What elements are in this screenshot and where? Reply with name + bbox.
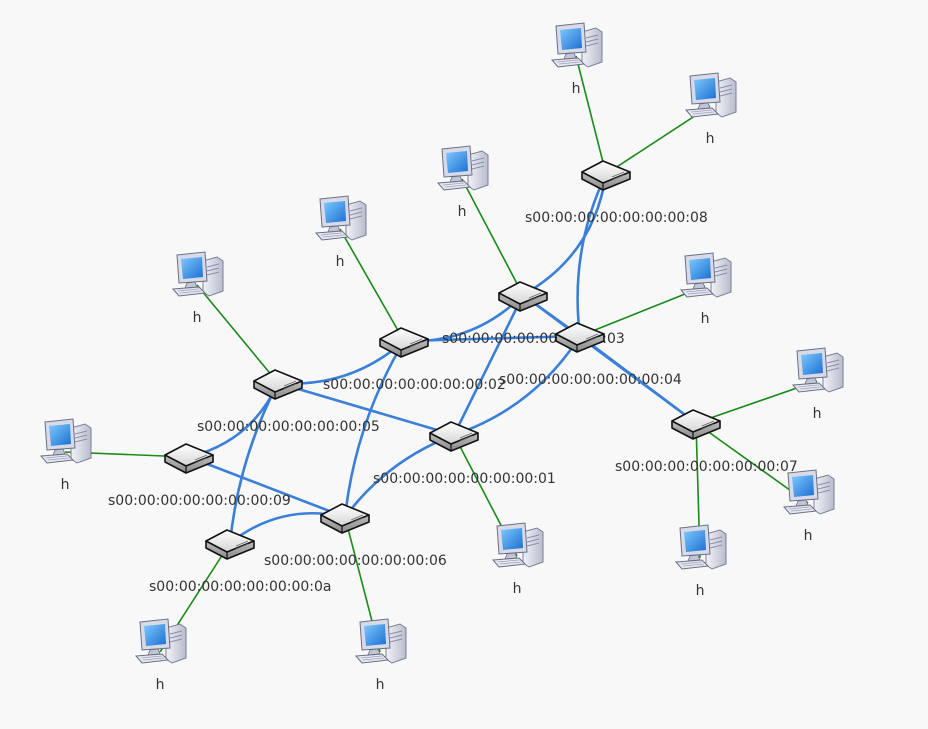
host-label-h8b: h <box>706 131 715 147</box>
desktop-computer-icon <box>492 522 544 568</box>
host-label-h10: h <box>156 677 165 693</box>
network-switch-icon <box>320 503 370 534</box>
host-label-h3: h <box>458 204 467 220</box>
switch-label-s4: s00:00:00:00:00:00:00:04 <box>499 372 682 388</box>
host-label-h4: h <box>701 311 710 327</box>
desktop-computer-icon <box>355 618 407 664</box>
switch-node-s2[interactable]: s00:00:00:00:00:00:00:02 <box>323 327 506 393</box>
switch-link-s4-s1[interactable] <box>453 335 582 437</box>
desktop-computer-icon <box>792 347 844 393</box>
host-node-h7c[interactable]: h <box>675 524 727 599</box>
host-link-h2-s2[interactable] <box>339 228 405 342</box>
host-label-h7b: h <box>804 528 813 544</box>
desktop-computer-icon <box>675 524 727 570</box>
desktop-computer-icon <box>315 195 367 241</box>
switch-node-s7[interactable]: s00:00:00:00:00:00:00:07 <box>615 409 798 475</box>
desktop-computer-icon <box>680 252 732 298</box>
network-switch-icon <box>205 529 255 560</box>
switch-label-s6: s00:00:00:00:00:00:00:06 <box>264 553 447 569</box>
switch-label-s2: s00:00:00:00:00:00:00:02 <box>323 377 506 393</box>
network-switch-icon <box>429 421 479 452</box>
switch-node-s8[interactable]: s00:00:00:00:00:00:00:08 <box>525 160 708 226</box>
host-label-h8a: h <box>572 81 581 97</box>
switch-node-s10[interactable]: s00:00:00:00:00:00:00:0a <box>149 529 332 595</box>
desktop-computer-icon <box>783 469 835 515</box>
desktop-computer-icon <box>685 72 737 118</box>
host-label-h7c: h <box>696 583 705 599</box>
switch-node-s9[interactable]: s00:00:00:00:00:00:00:09 <box>108 443 291 509</box>
host-label-h9: h <box>61 477 70 493</box>
host-node-h2[interactable]: h <box>315 195 367 270</box>
host-node-h10[interactable]: h <box>135 618 187 693</box>
host-label-h1: h <box>513 581 522 597</box>
host-label-h2: h <box>336 254 345 270</box>
host-node-h5[interactable]: h <box>172 251 224 326</box>
switch-label-s10: s00:00:00:00:00:00:00:0a <box>149 579 332 595</box>
desktop-computer-icon <box>437 145 489 191</box>
switch-label-s5: s00:00:00:00:00:00:00:05 <box>197 419 380 435</box>
host-link-h5-s5[interactable] <box>196 284 279 384</box>
switch-node-s4[interactable]: s00:00:00:00:00:00:00:04 <box>499 322 682 388</box>
host-node-h7b[interactable]: h <box>783 469 835 544</box>
network-switch-icon <box>253 369 303 400</box>
nodes-layer: s00:00:00:00:00:00:00:01 s00:00:00:00:00:… <box>40 22 844 693</box>
host-link-h3-s3[interactable] <box>461 178 524 296</box>
desktop-computer-icon <box>135 618 187 664</box>
switch-link-s8-s3[interactable] <box>522 173 608 297</box>
desktop-computer-icon <box>551 22 603 68</box>
host-label-h6: h <box>376 677 385 693</box>
host-node-h9[interactable]: h <box>40 418 92 493</box>
switch-link-s8-s4[interactable] <box>576 173 608 337</box>
desktop-computer-icon <box>172 251 224 297</box>
host-label-h5: h <box>193 310 202 326</box>
host-node-h4[interactable]: h <box>680 252 732 327</box>
switch-link-s3-s1[interactable] <box>452 294 525 436</box>
switch-link-s2-s6[interactable] <box>343 340 406 518</box>
network-switch-icon <box>581 160 631 191</box>
desktop-computer-icon <box>40 418 92 464</box>
switch-node-s6[interactable]: s00:00:00:00:00:00:00:06 <box>264 503 447 569</box>
switch-node-s5[interactable]: s00:00:00:00:00:00:00:05 <box>197 369 380 435</box>
switch-node-s1[interactable]: s00:00:00:00:00:00:00:01 <box>373 421 556 487</box>
switch-label-s8: s00:00:00:00:00:00:00:08 <box>525 210 708 226</box>
host-node-h6[interactable]: h <box>355 618 407 693</box>
switch-link-s5-s10[interactable] <box>228 382 280 544</box>
switch-label-s1: s00:00:00:00:00:00:00:01 <box>373 471 556 487</box>
switch-label-s7: s00:00:00:00:00:00:00:07 <box>615 459 798 475</box>
host-node-h8a[interactable]: h <box>551 22 603 97</box>
host-node-h3[interactable]: h <box>437 145 489 220</box>
host-node-h1[interactable]: h <box>492 522 544 597</box>
host-link-h8a-s8[interactable] <box>575 55 607 175</box>
network-switch-icon <box>164 443 214 474</box>
host-node-h7a[interactable]: h <box>792 347 844 422</box>
host-node-h8b[interactable]: h <box>685 72 737 147</box>
host-label-h7a: h <box>813 406 822 422</box>
switch-label-s9: s00:00:00:00:00:00:00:09 <box>108 493 291 509</box>
